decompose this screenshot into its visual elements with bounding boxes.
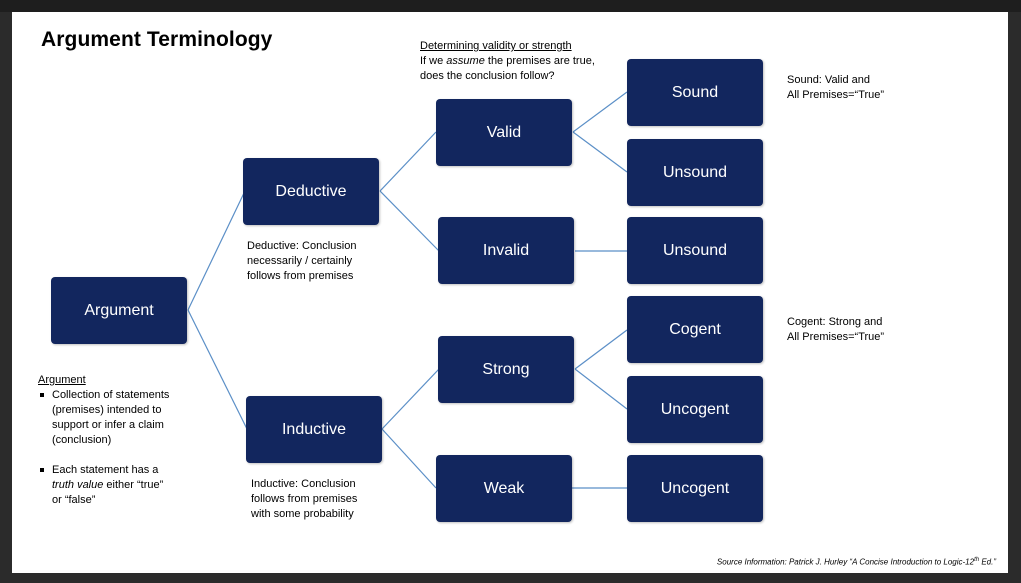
line-deductive-invalid [379, 190, 440, 252]
line-strong-uncogent [574, 368, 628, 410]
argument-definition-heading: Argument [38, 374, 86, 386]
node-sound: Sound [627, 59, 763, 126]
line-strong-cogent [574, 329, 628, 370]
note-inductive: Inductive: Conclusion follows from premi… [251, 478, 358, 520]
node-unsound-invalid: Unsound [627, 217, 763, 284]
line-inductive-weak [381, 428, 437, 489]
header-note-heading: Determining validity or strength [420, 40, 572, 52]
window-top-border [0, 0, 1021, 12]
line-valid-sound [572, 91, 628, 133]
header-note-line2: does the conclusion follow? [420, 70, 555, 82]
line-inductive-strong [381, 368, 440, 430]
argument-definition: Argument Collection of statements (premi… [38, 373, 198, 508]
node-cogent: Cogent [627, 296, 763, 363]
bullet-truth-value: Each statement has a truth value either … [38, 463, 198, 508]
node-unsound-valid: Unsound [627, 139, 763, 206]
node-valid: Valid [436, 99, 572, 166]
slide: Argument Terminology Determining validit… [12, 12, 1008, 573]
node-deductive: Deductive [243, 158, 379, 225]
line-deductive-valid [379, 131, 437, 192]
bullet-icon [40, 393, 44, 397]
node-uncogent-weak: Uncogent [627, 455, 763, 522]
note-deductive: Deductive: Conclusion necessarily / cert… [247, 240, 357, 282]
node-invalid: Invalid [438, 217, 574, 284]
node-uncogent-strong: Uncogent [627, 376, 763, 443]
node-strong: Strong [438, 336, 574, 403]
header-note-line1: If we assume the premises are true, [420, 55, 595, 67]
line-argument-deductive [187, 192, 245, 311]
node-inductive: Inductive [246, 396, 382, 463]
node-weak: Weak [436, 455, 572, 522]
note-cogent: Cogent: Strong and All Premises=“True” [787, 316, 885, 343]
bullet-collection: Collection of statements (premises) inte… [38, 388, 198, 448]
source-citation: Source Information: Patrick J. Hurley “A… [716, 557, 996, 567]
node-argument: Argument [51, 277, 187, 344]
page-title: Argument Terminology [41, 28, 273, 51]
line-valid-unsound [572, 131, 628, 173]
bullet-icon [40, 468, 44, 472]
note-sound: Sound: Valid and All Premises=“True” [787, 74, 885, 101]
header-note: Determining validity or strength If we a… [420, 39, 595, 84]
